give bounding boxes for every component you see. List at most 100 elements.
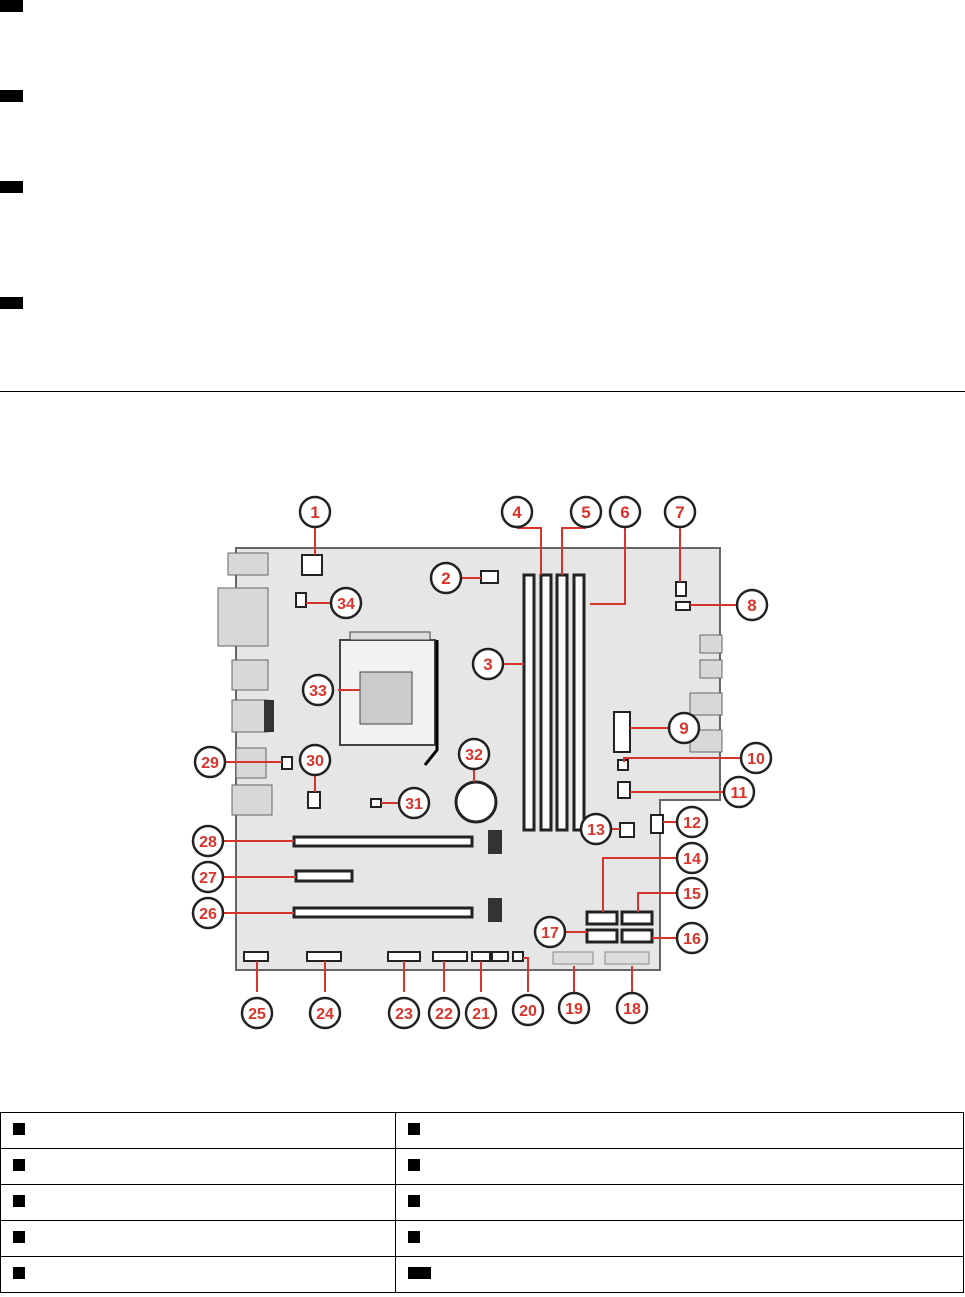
callout-bubble — [608, 495, 642, 529]
callout-label: 16 — [683, 931, 701, 948]
section-divider — [0, 391, 965, 392]
callout-label: 1 — [310, 503, 319, 522]
legend-key — [13, 1266, 25, 1279]
callout-label: 14 — [683, 851, 701, 868]
callout-bubble — [675, 921, 709, 955]
callout-label: 10 — [747, 751, 765, 768]
callout-label: 19 — [565, 1001, 583, 1018]
callout-label: 28 — [199, 834, 217, 851]
table-row — [0, 1256, 965, 1293]
callout-label: 6 — [620, 503, 629, 522]
callout-label: 34 — [337, 596, 355, 613]
callout-label: 25 — [248, 1006, 266, 1023]
callout-label: 30 — [306, 753, 324, 770]
callout-bubble — [397, 786, 431, 820]
callout-bubble — [191, 860, 225, 894]
callout-bubble — [722, 775, 756, 809]
table-row — [0, 1184, 965, 1221]
callout-label: 5 — [581, 503, 590, 522]
callout-label: 11 — [731, 785, 748, 802]
callout-label: 17 — [541, 925, 559, 942]
callout-label: 31 — [405, 796, 423, 813]
legend-cell — [0, 1220, 396, 1257]
callout-label: 29 — [201, 755, 219, 772]
callout-label: 27 — [199, 870, 217, 887]
table-row — [0, 1220, 965, 1257]
key-marker-3 — [0, 181, 23, 193]
callout-bubble — [500, 495, 534, 529]
callout-label: 33 — [309, 683, 327, 700]
legend-cell — [394, 1184, 965, 1221]
legend-key — [13, 1158, 25, 1171]
legend-key — [13, 1194, 25, 1207]
callout-bubble — [471, 647, 505, 681]
legend-cell — [394, 1220, 965, 1257]
callout-bubble — [191, 896, 225, 930]
callout-bubble — [298, 495, 332, 529]
callout-bubble — [569, 495, 603, 529]
callout-bubble — [663, 495, 697, 529]
legend-key — [13, 1122, 25, 1135]
key-marker-1 — [0, 0, 23, 12]
callout-label: 24 — [316, 1006, 334, 1023]
callout-bubble — [739, 741, 773, 775]
table-row — [0, 1112, 965, 1149]
callout-bubble — [511, 993, 545, 1027]
callout-bubble — [308, 996, 342, 1030]
legend-key — [407, 1158, 420, 1171]
callout-label: 20 — [519, 1003, 537, 1020]
callout-label: 23 — [395, 1006, 413, 1023]
legend-key — [407, 1194, 420, 1207]
callout-bubble — [193, 745, 227, 779]
callout-bubble — [329, 586, 363, 620]
legend-cell — [0, 1112, 396, 1149]
legend-key — [407, 1122, 420, 1135]
callout-bubble — [457, 737, 491, 771]
callout-label: 4 — [512, 503, 522, 522]
callout-bubble — [298, 743, 332, 777]
callout-label: 15 — [683, 886, 701, 903]
callout-label: 8 — [747, 596, 756, 615]
key-marker-4 — [0, 297, 23, 309]
callout-label: 32 — [465, 747, 483, 764]
cmos-battery — [454, 780, 498, 824]
table-row — [0, 1148, 965, 1185]
callout-label: 26 — [199, 906, 217, 923]
legend-cell — [0, 1148, 396, 1185]
callout-bubble — [191, 824, 225, 858]
callout-label: 9 — [679, 719, 688, 738]
callout-bubble — [735, 588, 769, 622]
legend-cell — [0, 1184, 396, 1221]
key-marker-2 — [0, 90, 23, 102]
legend-cell — [394, 1148, 965, 1185]
legend-key — [407, 1230, 420, 1243]
legend-cell — [0, 1256, 396, 1293]
callout-bubble — [533, 915, 567, 949]
callout-bubble — [427, 996, 461, 1030]
callout-label: 22 — [435, 1006, 453, 1023]
callout-bubble — [301, 673, 335, 707]
callout-bubble — [667, 711, 701, 745]
callout-label: 21 — [472, 1006, 490, 1023]
callout-bubble — [675, 876, 709, 910]
callout-label: 12 — [683, 815, 701, 832]
legend-cell — [394, 1256, 965, 1293]
callout-bubble — [675, 841, 709, 875]
callout-label: 3 — [483, 655, 492, 674]
callout-bubble — [579, 812, 613, 846]
legend-table — [0, 1112, 965, 1293]
legend-cell — [394, 1112, 965, 1149]
callout-bubble — [557, 991, 591, 1025]
callout-label: 7 — [675, 503, 684, 522]
callout-bubble — [464, 996, 498, 1030]
callout-bubble — [615, 991, 649, 1025]
callout-label: 18 — [623, 1001, 641, 1018]
legend-key — [407, 1266, 431, 1279]
callout-label: 2 — [441, 569, 450, 588]
callout-bubble — [429, 561, 463, 595]
dimm-slots — [522, 573, 586, 832]
callout-label: 13 — [587, 822, 605, 839]
callout-bubble — [387, 996, 421, 1030]
